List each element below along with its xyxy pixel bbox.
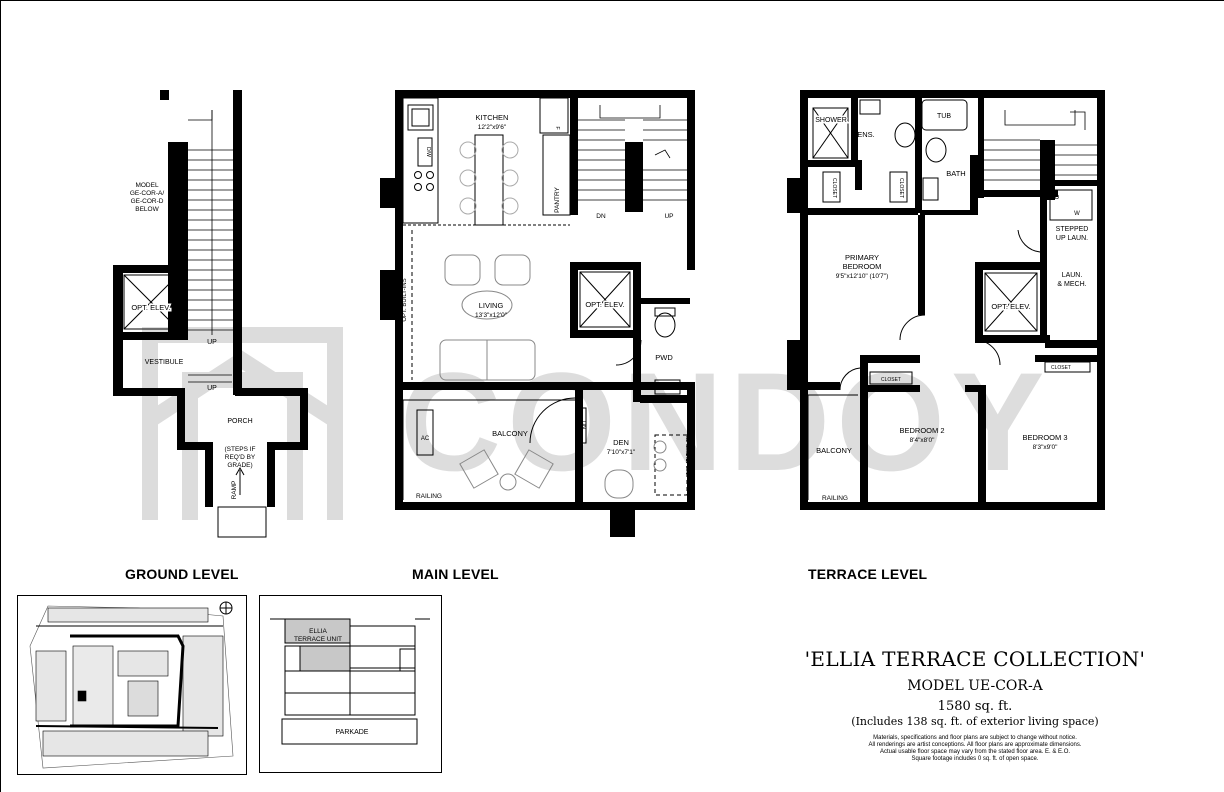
main-railing-label: RAILING bbox=[416, 493, 442, 500]
main-den-label: DEN bbox=[613, 438, 629, 447]
terrace-closet-c-label: CLOSET bbox=[881, 377, 901, 383]
terrace-stairs bbox=[984, 110, 1097, 181]
main-balcony bbox=[402, 397, 587, 500]
main-fridge-label: F bbox=[554, 126, 560, 130]
model-name: MODEL UE-COR-A bbox=[907, 678, 1043, 694]
terrace-dn-label: DN bbox=[1002, 191, 1012, 198]
terrace-bath-fixtures bbox=[812, 99, 1093, 385]
main-elevator-label: OPT. ELEV. bbox=[585, 300, 624, 309]
terrace-railing-label: RAILING bbox=[822, 495, 848, 502]
section-parkade-label: PARKADE bbox=[336, 729, 369, 736]
main-dw-label: D/W bbox=[425, 147, 431, 157]
main-balcony-label: BALCONY bbox=[492, 429, 528, 438]
ground-walls bbox=[113, 90, 308, 507]
ground-ramp-label: RAMP bbox=[231, 481, 238, 500]
terrace-bath-label: BATH bbox=[946, 169, 965, 178]
ground-steps-note-1: (STEPS IF bbox=[224, 446, 255, 453]
ground-steps-note-3: GRADE) bbox=[227, 462, 252, 469]
main-walls bbox=[380, 90, 695, 537]
ground-ramp bbox=[217, 466, 267, 538]
terrace-washer-label: W bbox=[1074, 211, 1080, 217]
main-kitchen bbox=[402, 97, 571, 226]
ground-steps-note-2: REQ'D BY bbox=[225, 454, 256, 461]
terrace-level-title: TERRACE LEVEL bbox=[808, 566, 928, 582]
ground-stairs bbox=[188, 110, 233, 383]
site-key-plan bbox=[17, 595, 247, 775]
terrace-balcony bbox=[807, 229, 1041, 500]
main-ac-label: AC bbox=[421, 436, 430, 442]
section-diagram-graphic: ELLIA TERRACE UNIT PARKADE bbox=[270, 618, 430, 745]
main-den-built-ins-label: OPT. BUILT-INS bbox=[684, 435, 690, 475]
terrace-mech-label: & MECH. bbox=[1057, 281, 1086, 288]
ground-porch-label: PORCH bbox=[227, 418, 252, 425]
main-den bbox=[604, 434, 688, 499]
ground-model-note-3: GE-COR-D bbox=[131, 198, 164, 205]
main-den-dim: 7'10"x7'1" bbox=[607, 449, 636, 456]
terrace-tub-label: TUB bbox=[937, 113, 951, 120]
terrace-walls bbox=[787, 90, 1105, 510]
section-unit-label-2: TERRACE UNIT bbox=[294, 636, 342, 643]
main-kitchen-label: KITCHEN bbox=[476, 113, 509, 122]
ground-elevator bbox=[123, 274, 179, 330]
section-unit-label-1: ELLIA bbox=[309, 628, 327, 635]
main-dn-balcony-label: DN bbox=[580, 421, 586, 430]
legal-line-4: Square footage includes 0 sq. ft. of ope… bbox=[911, 756, 1039, 762]
terrace-stepped-label: STEPPED bbox=[1056, 226, 1089, 233]
main-living-dim: 13'3"x12'0" bbox=[475, 312, 508, 319]
main-built-ins-label: OPT. BUILT-INS bbox=[402, 278, 408, 321]
ground-model-note-4: BELOW bbox=[135, 206, 159, 213]
legal-line-1: Materials, specifications and floor plan… bbox=[873, 735, 1077, 741]
main-dn-label: DN bbox=[596, 213, 606, 220]
ground-vestibule-label: VESTIBULE bbox=[145, 359, 184, 366]
legal-line-3: Actual usable floor space may vary from … bbox=[879, 749, 1071, 755]
terrace-primary-label: PRIMARY bbox=[845, 253, 879, 262]
main-kitchen-dim: 12'2"x9'6" bbox=[478, 124, 507, 131]
ground-up-label-1: UP bbox=[207, 339, 217, 346]
terrace-balcony-label: BALCONY bbox=[816, 446, 852, 455]
terrace-bedroom2-dim: 8'4"x8'0" bbox=[910, 437, 935, 444]
terrace-closet-d-label: CLOSET bbox=[1051, 365, 1071, 371]
ground-model-note-2: GE-COR-A/ bbox=[130, 190, 165, 197]
terrace-closet-a-label: CLOSET bbox=[831, 178, 837, 198]
collection-title: 'ELLIA TERRACE COLLECTION' bbox=[804, 647, 1146, 671]
terrace-elevator bbox=[984, 272, 1038, 332]
main-living-furniture bbox=[411, 230, 536, 381]
building-section-diagram: ELLIA TERRACE UNIT PARKADE bbox=[259, 595, 442, 773]
legal-line-2: All renderings are artist conceptions. A… bbox=[868, 742, 1082, 748]
terrace-bedroom-label: BEDROOM bbox=[843, 262, 882, 271]
terrace-up-laun-label: UP LAUN. bbox=[1056, 235, 1088, 242]
terrace-bedroom2-label: BEDROOM 2 bbox=[899, 426, 944, 435]
ground-model-note-1: MODEL bbox=[135, 182, 159, 189]
terrace-closet-b-label: CLOSET bbox=[898, 178, 904, 198]
main-up-label: UP bbox=[664, 213, 673, 220]
terrace-laun-label: LAUN. bbox=[1062, 272, 1083, 279]
main-pwd-label: PWD bbox=[655, 353, 673, 362]
terrace-dryer-label: D bbox=[1055, 195, 1060, 201]
site-plan-map bbox=[29, 601, 234, 769]
exterior-area: (Includes 138 sq. ft. of exterior living… bbox=[851, 715, 1099, 728]
main-living-label: LIVING bbox=[479, 301, 504, 310]
terrace-elevator-label: OPT. ELEV. bbox=[991, 302, 1030, 311]
ground-level-title: GROUND LEVEL bbox=[125, 566, 239, 582]
terrace-bedroom3-label: BEDROOM 3 bbox=[1022, 433, 1067, 442]
terrace-primary-dim: 9'5"x12'10" (10'7") bbox=[836, 273, 889, 280]
main-level-title: MAIN LEVEL bbox=[412, 566, 499, 582]
main-pantry-label: PANTRY bbox=[554, 186, 561, 212]
ground-elevator-label: OPT. ELEV. bbox=[131, 303, 170, 312]
main-stairs bbox=[578, 105, 687, 201]
main-elevator bbox=[579, 271, 631, 328]
total-area: 1580 sq. ft. bbox=[937, 699, 1013, 714]
ground-up-label-2: UP bbox=[207, 385, 217, 392]
north-arrow-icon bbox=[219, 601, 233, 615]
terrace-shower-label: SHOWER bbox=[815, 117, 847, 124]
terrace-bedroom3-dim: 8'3"x9'0" bbox=[1033, 444, 1058, 451]
terrace-ens-label: ENS. bbox=[857, 130, 875, 139]
main-pwd bbox=[615, 307, 681, 395]
